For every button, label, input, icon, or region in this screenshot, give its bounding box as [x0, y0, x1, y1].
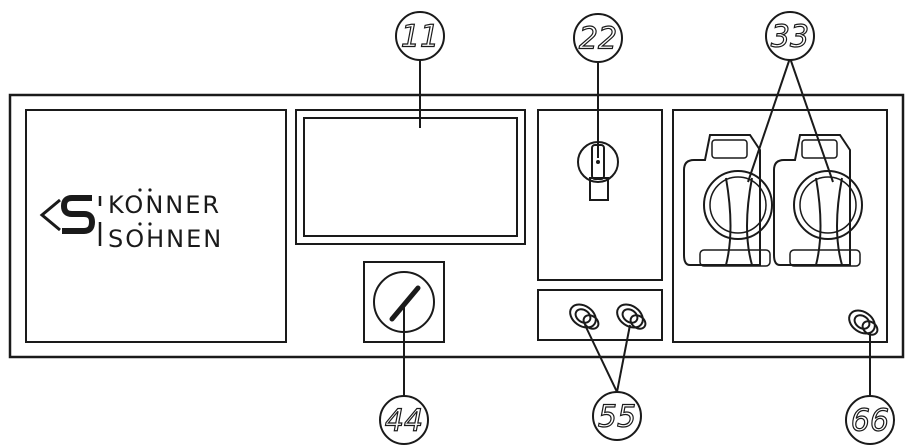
- umlaut-dot-o2: [148, 188, 152, 192]
- brand-line-2: SOHNEN: [108, 225, 223, 253]
- breaker-pivot: [596, 160, 600, 164]
- brand-line-1: KONNER: [108, 191, 221, 219]
- umlaut-dot-o3: [138, 222, 142, 226]
- callout-55-label: 55: [598, 400, 636, 435]
- callout-33-label: 33: [771, 20, 809, 55]
- fuse-icon-right: [616, 303, 647, 330]
- fuse-strip: [537, 289, 663, 341]
- callout-66-label: 66: [851, 404, 889, 439]
- callout-11-label: 11: [401, 20, 439, 55]
- power-socket-left-icon: [683, 134, 773, 267]
- callout-44-label: 44: [385, 404, 423, 439]
- breaker-switch-panel: [537, 109, 663, 281]
- umlaut-dot-o4: [148, 222, 152, 226]
- socket-panel: [672, 109, 888, 343]
- fuse-icon-left: [569, 303, 600, 330]
- umlaut-dot-o1: [138, 188, 142, 192]
- brand-logo: KONNER SOHNEN: [39, 188, 223, 253]
- display-window: [295, 109, 526, 245]
- logo-panel: [25, 109, 287, 343]
- fuse-icon-socket: [848, 309, 879, 336]
- callout-66: 66: [845, 395, 895, 445]
- callout-22-label: 22: [579, 22, 617, 57]
- callout-22: 22: [573, 13, 623, 63]
- leader-55-left: [584, 324, 618, 393]
- power-socket-right-icon: [773, 134, 863, 267]
- brand-mark-icon: [39, 195, 102, 246]
- callout-11: 11: [395, 11, 445, 61]
- leader-55-right: [616, 324, 631, 393]
- leader-33-left: [747, 57, 791, 183]
- callout-44: 44: [379, 395, 429, 445]
- panel-frame: [8, 93, 905, 359]
- leader-33-right: [789, 57, 834, 183]
- callout-55: 55: [592, 391, 642, 441]
- callout-33: 33: [765, 11, 815, 61]
